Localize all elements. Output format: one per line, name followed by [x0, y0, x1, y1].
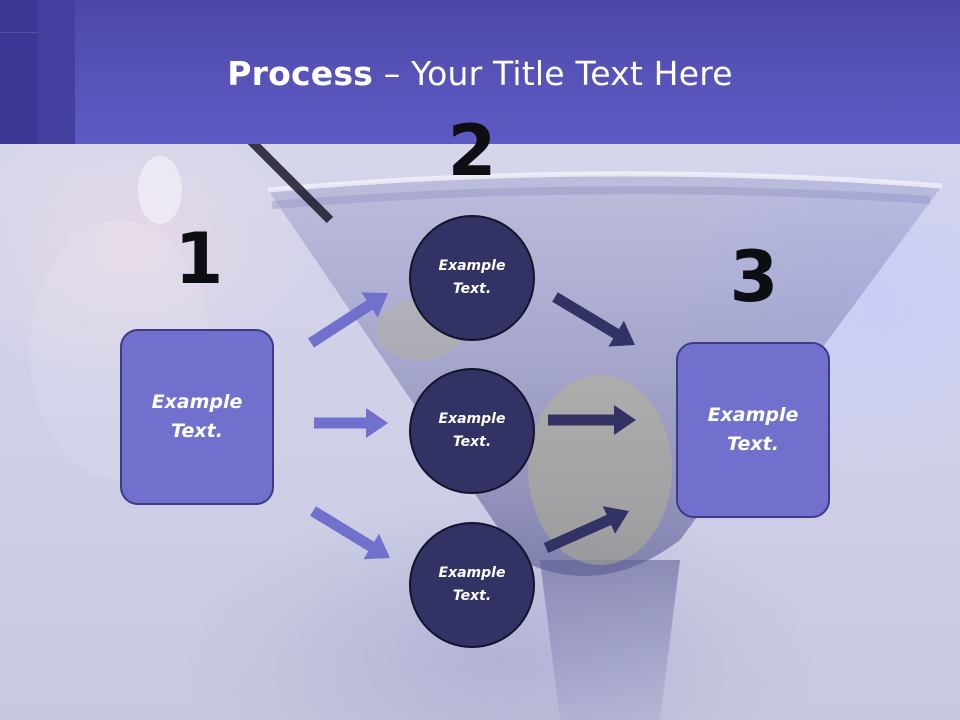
header-accent-strip: [0, 0, 75, 144]
step-3-text: Example Text.: [707, 404, 799, 455]
title-bold-part: Process: [227, 54, 374, 93]
step-1-text: Example Text.: [151, 391, 243, 442]
step-number-2: 2: [447, 110, 497, 192]
step-number-3: 3: [729, 236, 779, 318]
step-2-node-2: Example Text.: [409, 368, 535, 494]
step-2-node-1: Example Text.: [409, 215, 535, 341]
slide-header: [0, 0, 960, 144]
step-number-1: 1: [174, 218, 224, 300]
step-3-box: Example Text.: [676, 342, 830, 518]
slide-title: Process – Your Title Text Here: [0, 54, 960, 93]
step-2-node-1-text: Example Text.: [438, 258, 506, 297]
step-2-node-3-text: Example Text.: [438, 565, 506, 604]
step-1-box: Example Text.: [120, 329, 274, 505]
step-2-node-3: Example Text.: [409, 522, 535, 648]
step-2-node-2-text: Example Text.: [438, 411, 506, 450]
title-rest-part: – Your Title Text Here: [373, 54, 733, 93]
header-accent-strip-2: [38, 0, 75, 144]
